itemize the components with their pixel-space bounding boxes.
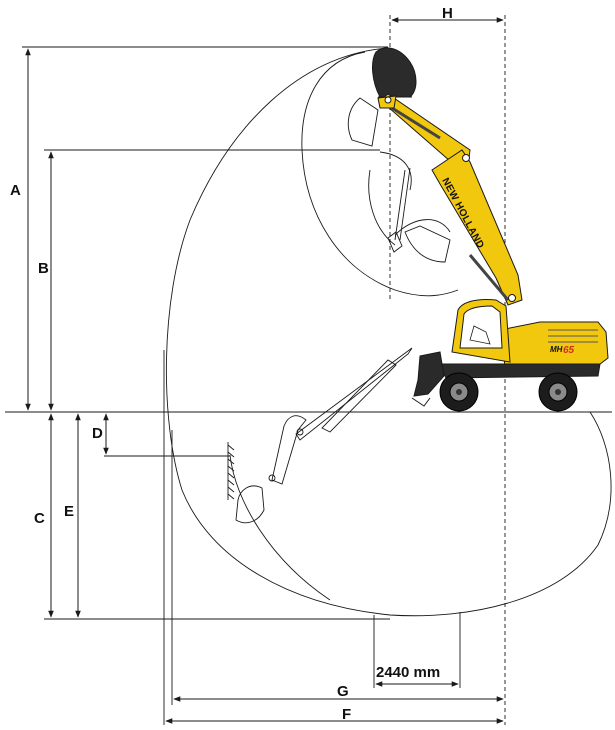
engine-housing xyxy=(499,321,609,367)
label-H: H xyxy=(442,5,453,22)
label-tail-swing: 2440 mm xyxy=(376,664,440,681)
upper-structure xyxy=(411,299,609,407)
label-F: F xyxy=(342,706,351,723)
front-wheel xyxy=(439,372,479,412)
boom xyxy=(431,149,523,306)
ghost-bucket-2 xyxy=(404,225,451,263)
trench-hatch xyxy=(227,444,235,500)
ghost-arm-link xyxy=(387,231,403,253)
ghost-bucket-1 xyxy=(347,97,379,147)
label-D: D xyxy=(92,425,103,442)
label-C: C xyxy=(34,510,45,527)
bucket-curl-envelope xyxy=(301,51,459,297)
wheels xyxy=(439,372,578,412)
label-A: A xyxy=(10,182,21,199)
extension-lines xyxy=(22,46,390,620)
main-arm xyxy=(377,93,523,306)
label-B: B xyxy=(38,260,49,277)
label-G: G xyxy=(337,683,349,700)
bucket-arc-lower xyxy=(394,219,451,236)
ghost-buckets xyxy=(347,97,451,263)
ghost-arm-1 xyxy=(394,167,411,241)
front-blade xyxy=(413,351,445,397)
top-bucket xyxy=(372,47,417,98)
label-E: E xyxy=(64,503,74,520)
ghost-dig-arm xyxy=(227,347,413,524)
bucket-arc-upper xyxy=(379,151,412,191)
rear-wheel xyxy=(538,372,578,412)
bucket-arc-mid xyxy=(368,169,396,246)
reach-envelopes xyxy=(165,47,612,617)
cab-window xyxy=(459,305,503,349)
model-number: 65 xyxy=(563,345,575,356)
dimension-labels: A B C E D H G F 2440 mm xyxy=(10,5,453,723)
dimension-arrows xyxy=(25,17,504,724)
model-prefix: MH xyxy=(550,345,563,354)
dig-envelope xyxy=(229,454,331,601)
max-reach-envelope xyxy=(165,47,612,617)
boom-cylinder xyxy=(468,254,510,301)
reference-lines xyxy=(163,15,506,725)
stick-cylinder xyxy=(391,106,441,140)
